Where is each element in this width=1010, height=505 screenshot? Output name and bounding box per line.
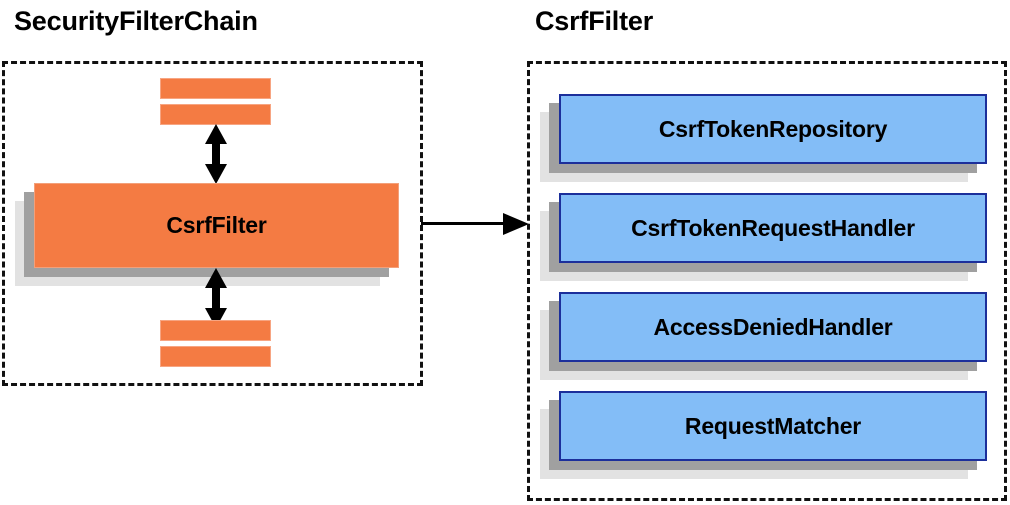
filter-bar-top-1 — [160, 78, 271, 99]
component-face: CsrfTokenRepository — [559, 94, 987, 164]
filter-bar-bottom-2 — [160, 346, 271, 367]
component-label: CsrfTokenRequestHandler — [631, 214, 915, 241]
component-label: RequestMatcher — [684, 412, 862, 439]
component-access-denied-handler[interactable]: AccessDeniedHandler — [540, 292, 987, 380]
panel-title-csrffilter: CsrfFilter — [535, 6, 654, 36]
component-label-csrffilter: CsrfFilter — [166, 212, 267, 238]
filter-bar-top-2 — [160, 104, 271, 125]
component-csrf-token-request-handler[interactable]: CsrfTokenRequestHandler — [540, 193, 987, 281]
component-csrf-token-repository[interactable]: CsrfTokenRepository — [540, 94, 987, 182]
component-label: AccessDeniedHandler — [653, 313, 893, 340]
component-csrffilter[interactable]: CsrfFilter — [15, 183, 399, 286]
component-face: RequestMatcher — [559, 391, 987, 461]
filter-bar-bottom-1 — [160, 320, 271, 341]
panel-title-security-filter-chain: SecurityFilterChain — [14, 6, 258, 36]
arrow-left-panel-to-right-panel — [421, 213, 531, 235]
component-label: CsrfTokenRepository — [658, 115, 888, 142]
component-request-matcher[interactable]: RequestMatcher — [540, 391, 987, 479]
arrow-up-down-above-csrffilter — [203, 124, 229, 184]
panel-boundary-csrffilter — [527, 61, 1007, 501]
component-face: CsrfTokenRequestHandler — [559, 193, 987, 263]
component-face: CsrfFilter — [34, 183, 399, 268]
component-face: AccessDeniedHandler — [559, 292, 987, 362]
arrow-up-down-below-csrffilter — [203, 268, 229, 328]
